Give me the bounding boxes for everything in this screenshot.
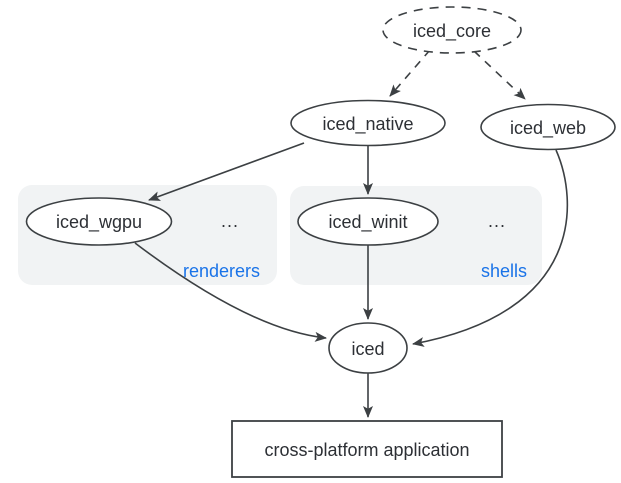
node-application bbox=[231, 420, 503, 478]
iced-core-label: iced_core bbox=[413, 21, 491, 42]
shells-group-label: shells bbox=[481, 261, 527, 281]
shells-ellipsis: ... bbox=[488, 211, 506, 231]
node-iced-core bbox=[382, 6, 522, 54]
node-iced-wgpu bbox=[25, 197, 173, 246]
edge-iced-core-to-iced-web bbox=[473, 50, 526, 100]
edge-iced-wgpu-to-iced bbox=[134, 242, 327, 342]
node-iced-winit bbox=[297, 197, 439, 246]
node-iced-web bbox=[480, 103, 616, 151]
iced-winit-label: iced_winit bbox=[328, 212, 407, 233]
iced-wgpu-label: iced_wgpu bbox=[56, 212, 142, 233]
edge-iced-core-to-iced-native bbox=[389, 49, 431, 97]
node-iced bbox=[328, 322, 408, 374]
edge-iced-native-to-iced-wgpu bbox=[148, 142, 305, 201]
node-iced-native bbox=[290, 99, 446, 147]
renderers-group-label: renderers bbox=[183, 261, 260, 281]
iced-web-label: iced_web bbox=[510, 118, 586, 139]
iced-native-label: iced_native bbox=[322, 114, 413, 135]
edge-iced-web-to-iced bbox=[412, 149, 569, 347]
renderers-ellipsis: ... bbox=[221, 211, 239, 231]
iced-label: iced bbox=[351, 339, 384, 359]
application-label: cross-platform application bbox=[264, 440, 469, 460]
